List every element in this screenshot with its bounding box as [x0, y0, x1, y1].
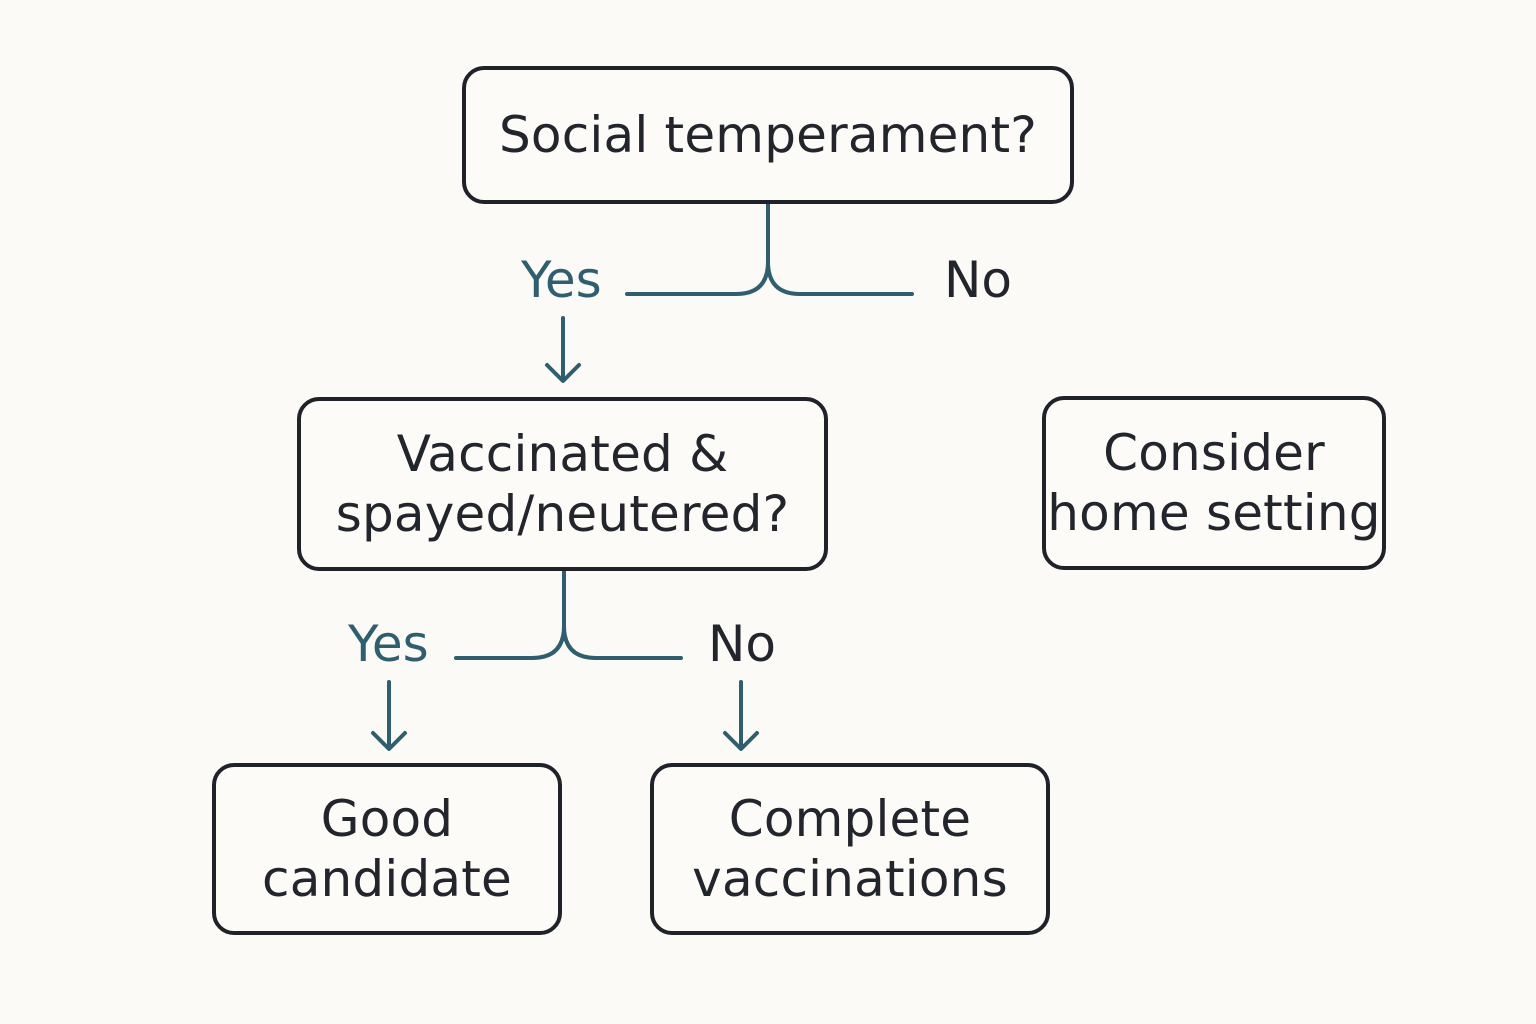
outcome-complete-line1: Complete [728, 790, 972, 848]
outcome-consider-home-setting: Consider home setting [1042, 396, 1386, 570]
q2-no-connector [562, 624, 683, 660]
decision-vaccinated-line1: Vaccinated & [396, 425, 729, 483]
decision-vaccinated-spayed: Vaccinated & spayed/neutered? [297, 397, 828, 571]
outcome-consider-line1: Consider [1103, 424, 1325, 482]
outcome-good-line1: Good [320, 790, 454, 848]
decision-social-temperament: Social temperament? [462, 66, 1074, 204]
outcome-complete-vaccinations: Complete vaccinations [650, 763, 1050, 935]
label-q2-no: No [708, 615, 776, 673]
q1-no-connector [766, 260, 914, 296]
decision-social-temperament-text: Social temperament? [498, 106, 1037, 164]
outcome-good-candidate: Good candidate [212, 763, 562, 935]
q1-stem-connector [625, 202, 770, 296]
decision-vaccinated-line2: spayed/neutered? [335, 485, 790, 543]
q1-yes-arrow [545, 316, 581, 383]
label-q1-yes: Yes [521, 251, 602, 309]
q2-yes-arrow [371, 680, 407, 751]
outcome-good-line2: candidate [262, 850, 512, 908]
outcome-consider-line2: home setting [1047, 484, 1381, 542]
outcome-complete-line2: vaccinations [692, 850, 1008, 908]
q2-no-arrow [723, 680, 759, 751]
q2-stem-connector [454, 568, 566, 660]
label-q2-yes: Yes [348, 615, 429, 673]
label-q1-no: No [944, 251, 1012, 309]
